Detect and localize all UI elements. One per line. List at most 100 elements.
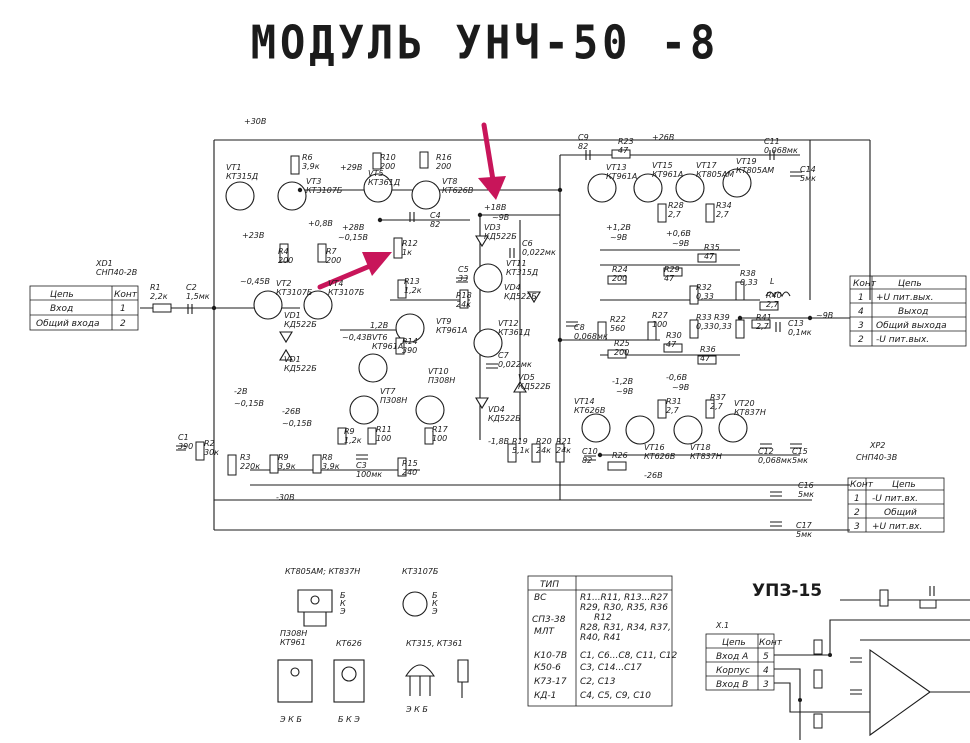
resistor-r25 xyxy=(607,349,627,359)
type-row5-type: К50-6 xyxy=(534,663,561,673)
diode-vd1 xyxy=(279,331,293,344)
capacitor-c1 xyxy=(176,445,186,451)
pkg-kt315-pins: Э К Б xyxy=(405,705,428,714)
diode-vd4 xyxy=(475,397,489,410)
out-row1-pin: 1 xyxy=(858,293,864,303)
transistor-vt9 xyxy=(395,313,425,343)
label-v12: +1,2В xyxy=(606,223,631,232)
capacitor-c9 xyxy=(585,150,591,160)
type-row1-type: ВС xyxy=(534,593,547,603)
resistor-r3 xyxy=(227,454,237,476)
transistor-vt14 xyxy=(581,413,611,443)
label-v18: +18В xyxy=(484,203,506,212)
xp1-row1-pin: 1 xyxy=(120,304,126,314)
resistor-r30 xyxy=(663,343,683,353)
xp2-row2-pin: 2 xyxy=(854,508,860,518)
capacitor-c16 xyxy=(770,491,782,497)
pkg-kt805-hole xyxy=(310,595,320,605)
resistor-r16 xyxy=(419,151,429,169)
xp2-row3-signal: +U пит.вх. xyxy=(872,522,922,532)
upz-capacitor-c9 xyxy=(929,586,935,596)
capacitor-c2 xyxy=(187,304,193,314)
resistor-r34 xyxy=(705,203,715,223)
pkg-kt3107-pin-k: К xyxy=(432,599,438,608)
resistor-r13 xyxy=(397,279,407,299)
label-v23: +23В xyxy=(242,231,264,240)
transistor-vt6 xyxy=(358,353,388,383)
transistor-vt7 xyxy=(349,395,379,425)
type-row2-items: R12 xyxy=(594,613,612,623)
resistor-r6 xyxy=(290,155,300,175)
capacitor-c3 xyxy=(356,454,368,460)
resistor-r17 xyxy=(424,427,434,445)
out-header-signal: Цепь xyxy=(898,279,922,289)
label-vm26b: -26В xyxy=(644,471,663,480)
xp1-header-pin: Конт xyxy=(114,290,138,300)
label-out9: ~9В xyxy=(816,311,833,320)
pkg-p308-pins: Э К Б xyxy=(279,715,302,724)
pkg-kt805-pin-b: Б xyxy=(340,591,346,600)
label-vm06: -0,6В xyxy=(666,373,687,382)
label-vm2: -2В xyxy=(234,387,247,396)
upz-header-signal: Цепь xyxy=(722,638,746,648)
label-v26: +26В xyxy=(652,133,674,142)
type-row3-items: R28, R31, R34, R37,R40, R41 xyxy=(580,623,671,643)
upz-row2-pin: 4 xyxy=(763,666,769,676)
resistor-r14 xyxy=(395,337,405,355)
out-row4-pin: 2 xyxy=(858,335,864,345)
resistor-r32 xyxy=(689,285,699,305)
pkg-kt805-body xyxy=(297,589,333,627)
upz-resistor-r9 xyxy=(919,599,937,609)
pkg-kt805-pin-e: Э xyxy=(339,607,346,616)
label-vm015b: ~0,15В xyxy=(282,419,312,428)
resistor-r37 xyxy=(705,399,715,419)
resistor-r29 xyxy=(663,267,683,277)
upz-capacitor-c4 xyxy=(850,689,862,695)
transistor-vt10 xyxy=(415,395,445,425)
xp1-row1-signal: Вход xyxy=(50,304,73,314)
label-l: L xyxy=(770,277,774,286)
label-v28: +28В xyxy=(342,223,364,232)
upz-capacitor-c3 xyxy=(850,657,862,663)
connector-xp2-table: XP2 СНП40-3В Конт Цепь 1 -U пит.вх. 2 Об… xyxy=(847,441,945,533)
pkg-kt315-label: КТ315, КТ361 xyxy=(406,639,463,648)
label-vm12: -1,2В xyxy=(612,377,633,386)
capacitor-c5 xyxy=(456,277,468,283)
diodes xyxy=(279,235,541,410)
upz-resistor-r5 xyxy=(879,589,889,607)
transistors xyxy=(225,168,752,445)
pkg-kt805-label: КТ805АМ; КТ837Н xyxy=(285,567,360,576)
diode-vd5 xyxy=(513,380,527,393)
upz-resistor-r1 xyxy=(813,669,823,689)
label-v9c: ~9В xyxy=(672,239,689,248)
